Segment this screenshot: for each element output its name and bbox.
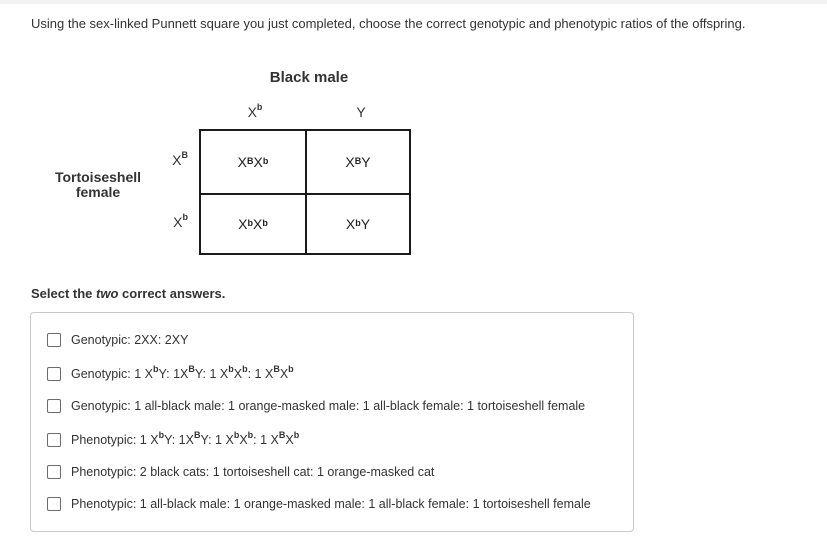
grid-divider-vertical bbox=[305, 131, 307, 253]
checkbox[interactable] bbox=[47, 367, 61, 381]
answer-option-text: Genotypic: 1 all-black male: 1 orange-ma… bbox=[71, 399, 586, 413]
checkbox[interactable] bbox=[47, 497, 61, 511]
answer-options-panel: Genotypic: 2XX: 2XY Genotypic: 1 XbY: 1X… bbox=[30, 312, 634, 532]
checkbox[interactable] bbox=[47, 333, 61, 347]
answer-option-text: Genotypic: 2XX: 2XY bbox=[71, 333, 189, 347]
column-allele-1: Xb bbox=[247, 102, 263, 120]
column-allele-2: Y bbox=[356, 104, 366, 120]
female-parent-title: Tortoiseshell female bbox=[54, 169, 142, 200]
answer-option-text: Phenotypic: 1 all-black male: 1 orange-m… bbox=[71, 497, 591, 511]
row-allele-2: Xb bbox=[173, 212, 188, 230]
answer-option-text: Genotypic: 1 XbY: 1XBY: 1 XbXb: 1 XBXb bbox=[71, 363, 294, 381]
checkbox[interactable] bbox=[47, 399, 61, 413]
answer-option-1[interactable]: Genotypic: 2XX: 2XY bbox=[47, 330, 188, 350]
grid-divider-horizontal bbox=[201, 193, 409, 195]
male-parent-title: Black male bbox=[269, 69, 349, 86]
question-text: Using the sex-linked Punnett square you … bbox=[31, 16, 746, 31]
answer-option-text: Phenotypic: 2 black cats: 1 tortoiseshel… bbox=[71, 465, 435, 479]
answer-option-4[interactable]: Phenotypic: 1 XbY: 1XBY: 1 XbXb: 1 XBXb bbox=[47, 430, 299, 450]
answer-option-text: Phenotypic: 1 XbY: 1XBY: 1 XbXb: 1 XBXb bbox=[71, 429, 300, 447]
checkbox[interactable] bbox=[47, 433, 61, 447]
top-divider bbox=[0, 0, 827, 4]
select-instructions: Select the two correct answers. bbox=[31, 286, 226, 301]
answer-option-6[interactable]: Phenotypic: 1 all-black male: 1 orange-m… bbox=[47, 494, 591, 514]
answer-option-5[interactable]: Phenotypic: 2 black cats: 1 tortoiseshel… bbox=[47, 462, 434, 482]
row-allele-1: XB bbox=[172, 150, 188, 168]
answer-option-3[interactable]: Genotypic: 1 all-black male: 1 orange-ma… bbox=[47, 396, 585, 416]
checkbox[interactable] bbox=[47, 465, 61, 479]
answer-option-2[interactable]: Genotypic: 1 XbY: 1XBY: 1 XbXb: 1 XBXb bbox=[47, 364, 294, 384]
